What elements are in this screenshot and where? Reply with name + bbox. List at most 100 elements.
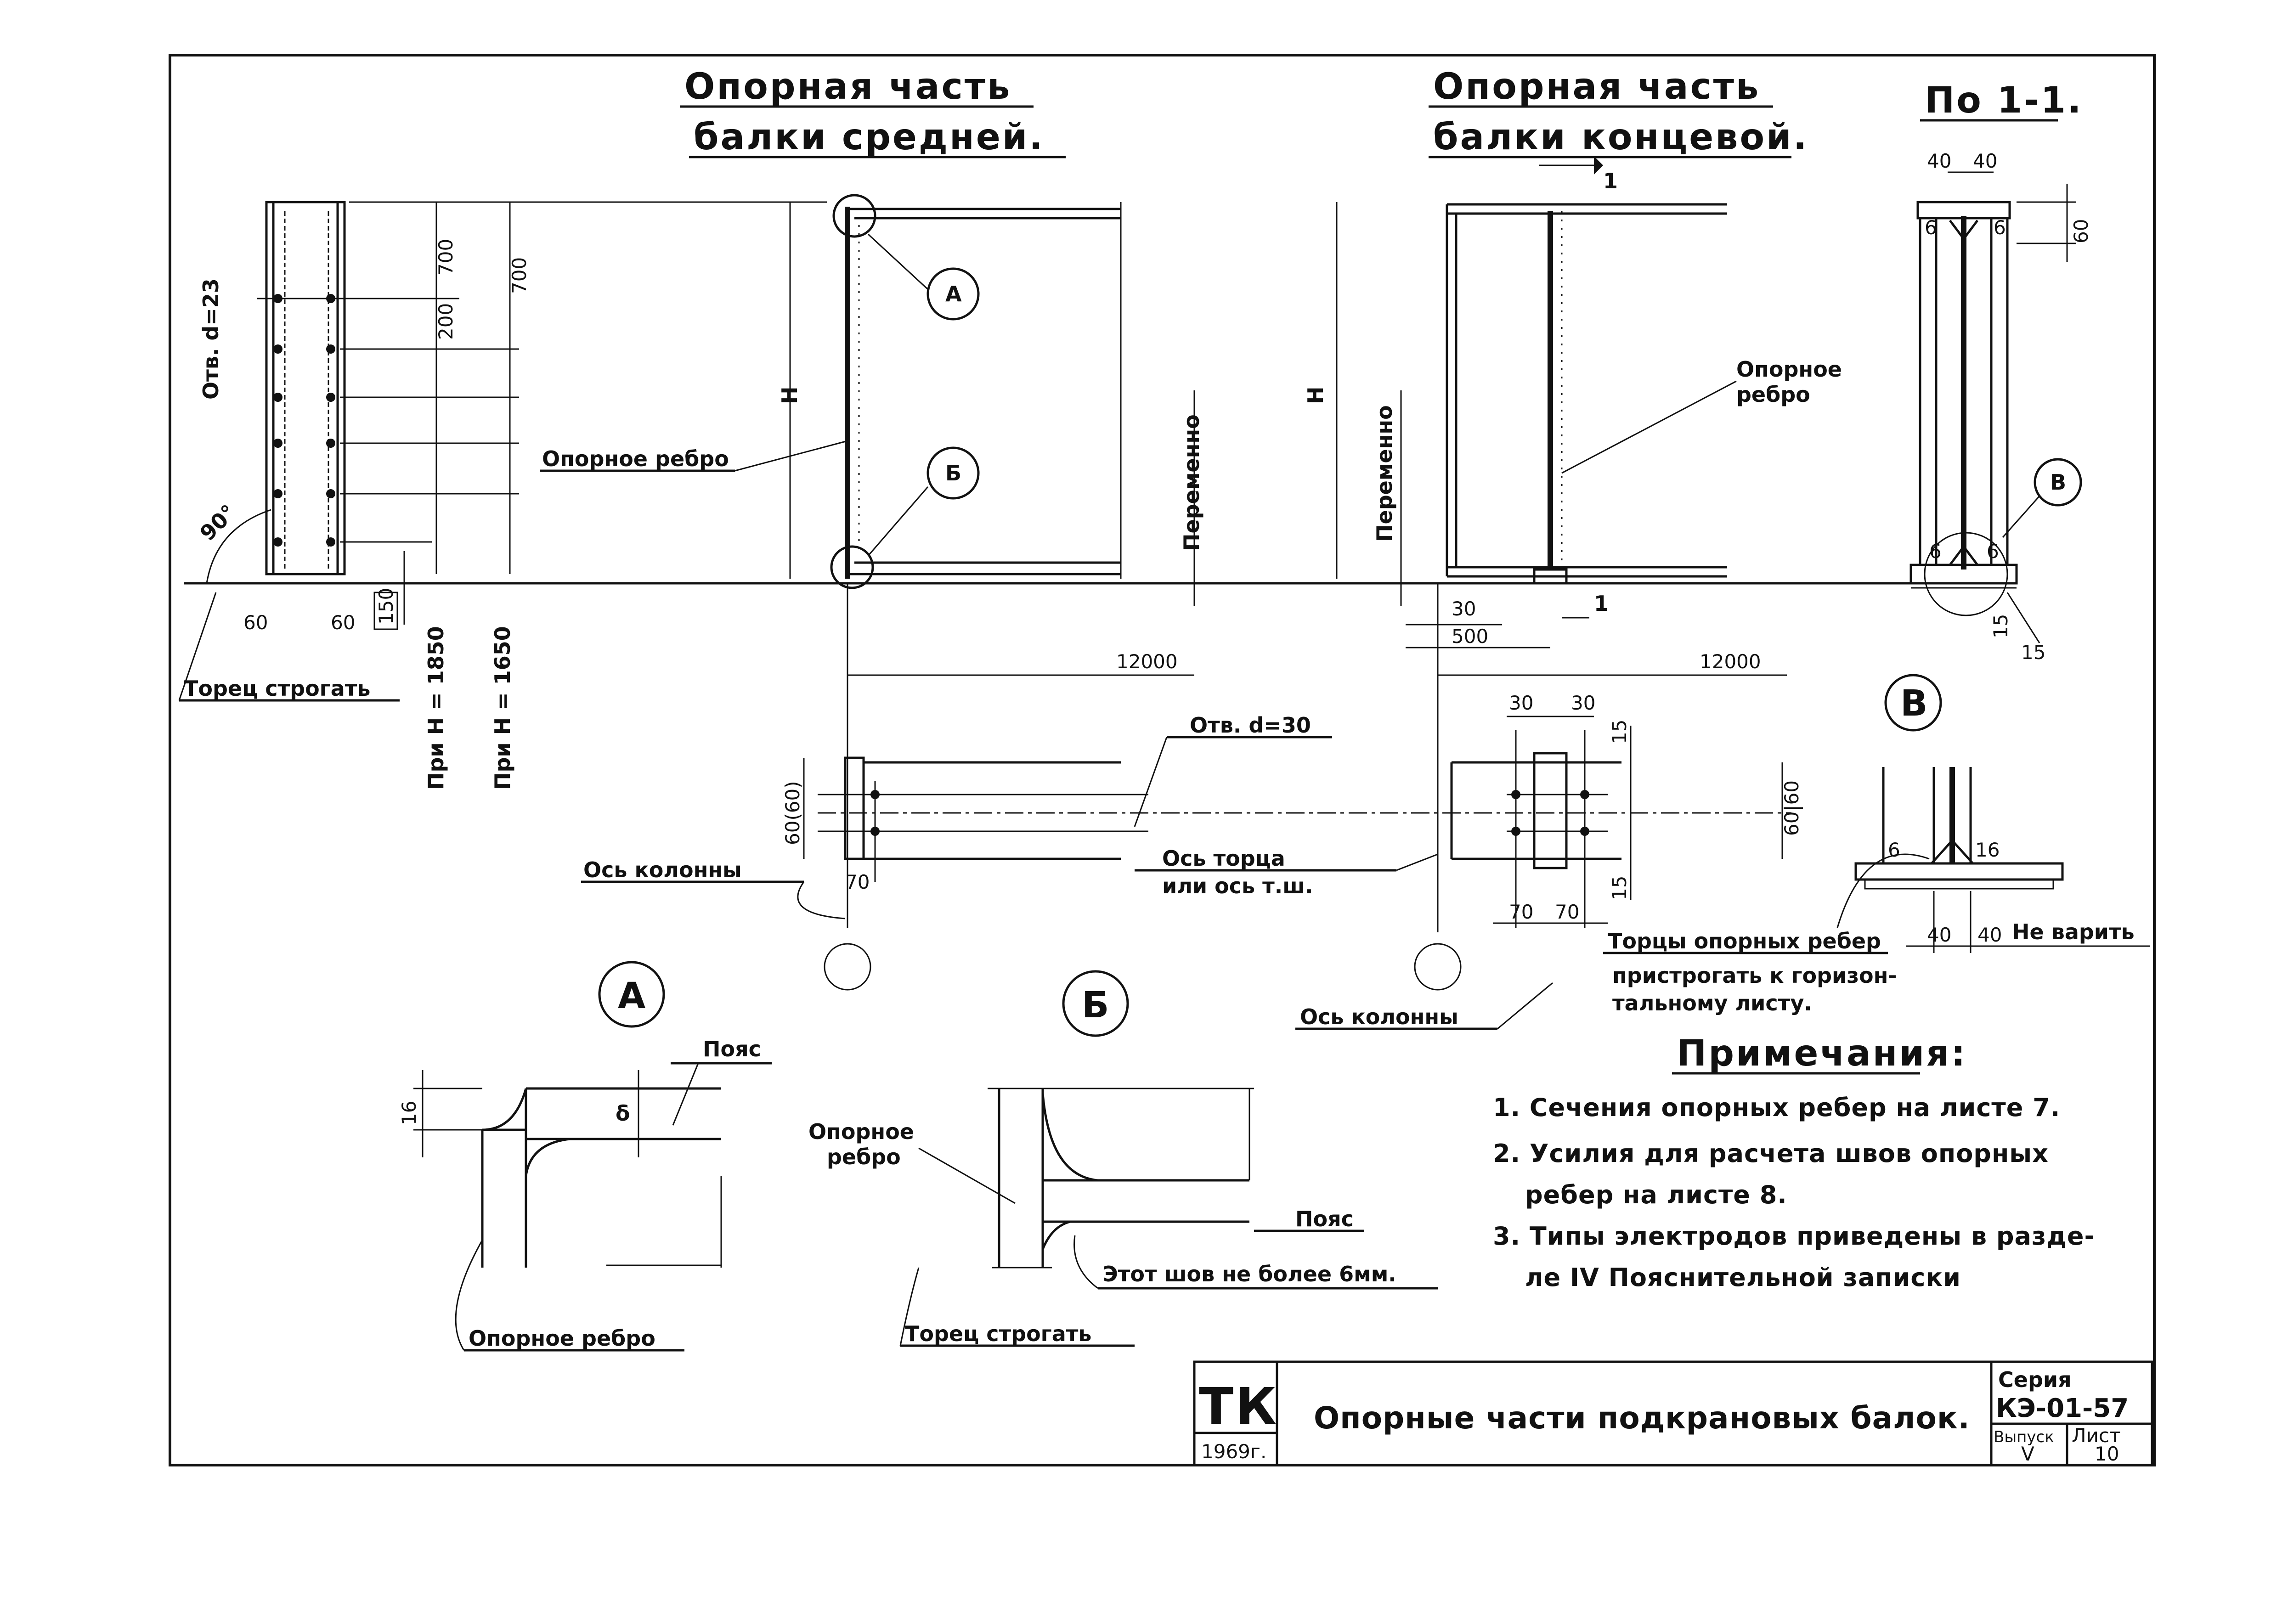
note-3a: 3. Типы электродов приведены в разде- xyxy=(1493,1222,2095,1251)
label-H-middle: H xyxy=(777,387,802,405)
label-col-axis-end: Ось колонны xyxy=(1300,1004,1458,1029)
label-hole-d30: Отв. d=30 xyxy=(1190,713,1311,738)
sheet-frame xyxy=(169,54,2156,1466)
dim-6-sec-tr: 6 xyxy=(1994,216,2006,239)
label-plane-ribs-3: тальному листу. xyxy=(1612,991,1812,1015)
svg-text:В: В xyxy=(2050,470,2066,495)
detail-b xyxy=(988,970,1254,1269)
label-angle-90: 90° xyxy=(195,500,241,546)
dim-200: 200 xyxy=(435,303,457,340)
note-1: 1. Сечения опорных ребер на листе 7. xyxy=(1493,1093,2060,1122)
middle-plan xyxy=(803,756,1791,991)
dim-700b: 700 xyxy=(508,257,531,294)
title-block xyxy=(1193,1360,2153,1466)
dim-60-60-middle: 60(60) xyxy=(781,781,804,845)
stamp-sheet: 10 xyxy=(2095,1443,2119,1465)
dim-60-sec: 60 xyxy=(2070,219,2092,243)
dim-40-detail-a: 40 xyxy=(1927,924,1951,946)
label-support-rib-a: Опорное ребро xyxy=(469,1326,655,1351)
dim-70-middle: 70 xyxy=(845,871,870,893)
callout-v-section xyxy=(2034,458,2082,507)
stamp-title: Опорные части подкрановых балок. xyxy=(1314,1400,1970,1436)
dim-60a: 60 xyxy=(243,611,268,634)
dim-16-detail: 16 xyxy=(1975,839,2000,861)
dim-12000-end: 12000 xyxy=(1700,650,1761,673)
stamp-year: 1969г. xyxy=(1201,1440,1266,1463)
label-h1650: При H = 1650 xyxy=(490,626,515,790)
label-support-rib-end-1: Опорное xyxy=(1736,357,1842,382)
dim-500: 500 xyxy=(1452,625,1488,648)
callout-b-detail: Б xyxy=(1082,985,1111,1026)
title-middle-line1: Опорная часть xyxy=(684,66,1011,107)
dim-700a: 700 xyxy=(435,239,457,276)
dim-30-plan-b: 30 xyxy=(1571,692,1595,714)
section-1-1 xyxy=(1909,171,2076,643)
dim-15-plan-bottom: 15 xyxy=(1608,876,1631,900)
label-H-end: H xyxy=(1303,387,1328,405)
title-end-line2: балки концевой. xyxy=(1433,117,1808,158)
svg-text:Б: Б xyxy=(945,461,961,485)
label-no-weld: Не варить xyxy=(2012,919,2135,944)
callout-a xyxy=(926,267,980,321)
label-belt-a: Пояс xyxy=(703,1037,761,1061)
stamp-series: КЭ-01-57 xyxy=(1996,1393,2129,1423)
dim-40-sec-b: 40 xyxy=(1973,150,1997,172)
dim-70-end-b: 70 xyxy=(1555,901,1579,923)
svg-text:А: А xyxy=(945,282,962,306)
label-hole-d23: Отв. d=23 xyxy=(198,278,223,400)
label-plane-ribs-2: пристрогать к горизон- xyxy=(1612,963,1897,988)
stamp-sheet-label: Лист xyxy=(2072,1424,2120,1447)
dim-12000-middle: 12000 xyxy=(1116,650,1178,673)
label-support-rib-b-1: Опорное xyxy=(808,1119,914,1144)
callout-b xyxy=(926,446,980,500)
dim-60-60-end: 60|60 xyxy=(1780,780,1803,836)
middle-beam-elevation xyxy=(789,194,1195,606)
detail-a xyxy=(413,961,722,1268)
callout-a-detail: А xyxy=(618,976,647,1017)
dim-60b: 60 xyxy=(331,611,355,634)
label-support-rib-b-2: ребро xyxy=(827,1145,901,1169)
label-variable-end: Переменно xyxy=(1372,405,1397,542)
dim-15-sec-b: 15 xyxy=(2021,641,2045,664)
label-delta: δ xyxy=(616,1101,630,1126)
dim-15-plan-top: 15 xyxy=(1608,720,1631,744)
dim-15-sec-a: 15 xyxy=(1989,614,2012,638)
dim-150: 150 xyxy=(375,588,397,625)
detail-v xyxy=(1836,674,2150,953)
dim-40-sec-a: 40 xyxy=(1927,150,1951,172)
label-end-axis-2: или ось т.ш. xyxy=(1162,874,1313,898)
label-plane-end-b: Торец строгать xyxy=(905,1321,1092,1346)
label-variable-middle: Переменно xyxy=(1179,414,1204,551)
section-mark-bottom: 1 xyxy=(1594,591,1609,616)
label-end-axis-1: Ось торца xyxy=(1162,846,1285,871)
end-plan xyxy=(1414,716,1783,991)
label-plane-ribs-1: Торцы опорных ребер xyxy=(1608,929,1881,953)
label-support-rib-end-2: ребро xyxy=(1736,382,1810,407)
dim-6-sec-tl: 6 xyxy=(1925,216,1937,239)
dim-6-sec-br: 6 xyxy=(1987,540,1999,563)
label-h1850: При H = 1850 xyxy=(424,626,448,790)
end-plate-view xyxy=(184,201,2007,625)
dim-6-detail: 6 xyxy=(1888,839,1900,861)
dim-40-detail-b: 40 xyxy=(1977,924,2002,946)
section-mark-top: 1 xyxy=(1603,169,1618,193)
stamp-series-label: Серия xyxy=(1998,1367,2072,1392)
end-beam-elevation xyxy=(1336,156,1727,619)
stamp-issue: V xyxy=(2021,1443,2034,1465)
stamp-logo: ТК xyxy=(1199,1377,1278,1436)
dim-16-detail-a: 16 xyxy=(398,1101,420,1125)
dim-6-sec-bl: 6 xyxy=(1929,540,1942,563)
note-3b: ле IV Пояснительной записки xyxy=(1525,1263,1961,1292)
note-2b: ребер на листе 8. xyxy=(1525,1180,1787,1209)
dim-30-plan-a: 30 xyxy=(1509,692,1533,714)
notes-heading: Примечания: xyxy=(1677,1033,1967,1074)
title-end-line1: Опорная часть xyxy=(1433,66,1760,107)
label-support-rib: Опорное ребро xyxy=(542,446,729,471)
title-section: По 1-1. xyxy=(1925,80,2083,121)
label-weld-limit: Этот шов не более 6мм. xyxy=(1102,1262,1396,1286)
label-belt-b: Пояс xyxy=(1295,1207,1354,1231)
callout-v-detail: В xyxy=(1900,683,1929,724)
stamp-issue-label: Выпуск xyxy=(1994,1428,2054,1446)
dim-30-end: 30 xyxy=(1452,598,1476,620)
